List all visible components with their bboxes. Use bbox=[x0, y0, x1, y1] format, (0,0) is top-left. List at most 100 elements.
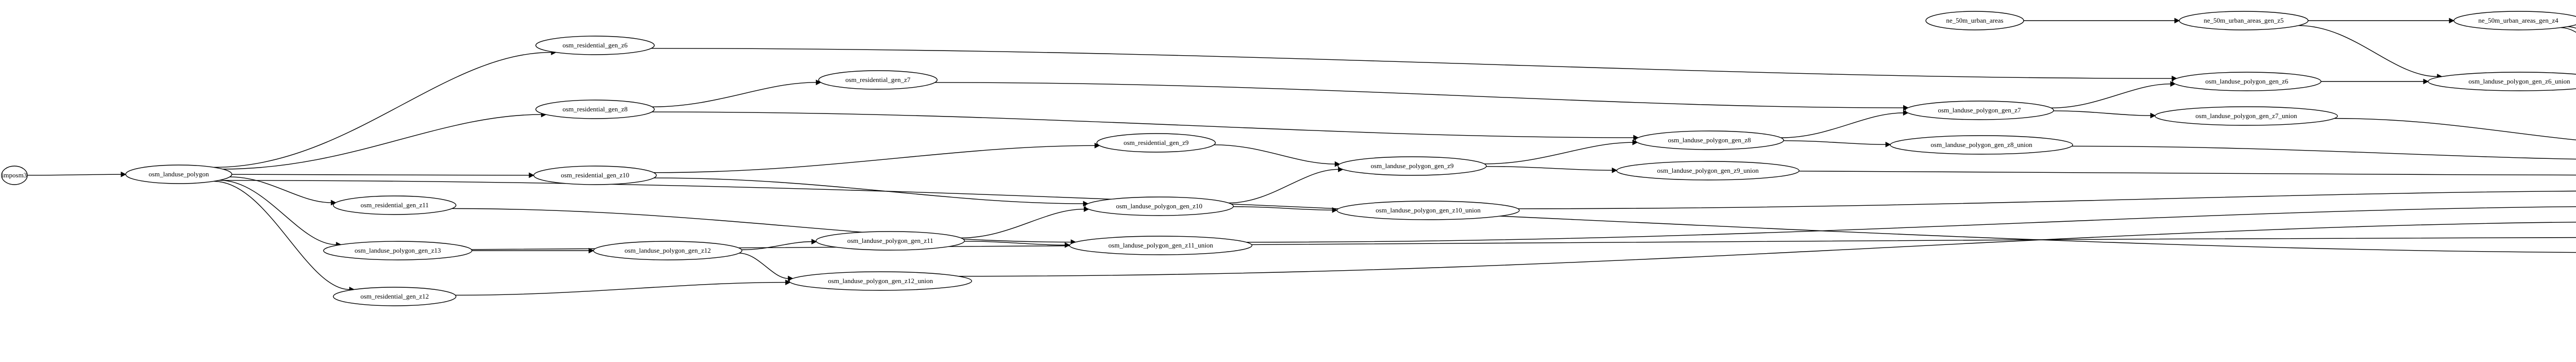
node-ne_50m_urban_areas_gen_z5[interactable]: ne_50m_urban_areas_gen_z5 bbox=[2179, 11, 2309, 30]
edge-osm_landuse_polygon_gen_z9-to-osm_landuse_polygon_gen_z9_union bbox=[1486, 166, 1613, 171]
node-ellipse bbox=[1337, 156, 1487, 176]
edge-osm_landuse_polygon_gen_z7-to-osm_landuse_polygon_gen_z6 bbox=[2050, 84, 2171, 108]
node-osm_residential_gen_z6[interactable]: osm_residential_gen_z6 bbox=[535, 36, 655, 55]
node-ellipse bbox=[323, 241, 472, 260]
node-osm_landuse_polygon_gen_z10_union[interactable]: osm_landuse_polygon_gen_z10_union bbox=[1336, 201, 1520, 220]
node-ellipse bbox=[2155, 106, 2338, 126]
edge-osm_landuse_polygon-to-osm_residential_gen_z10 bbox=[231, 174, 530, 176]
node-label: osm_landuse_polygon_gen_z7_union bbox=[2195, 112, 2297, 120]
node-label: osm_landuse_polygon_gen_z11 bbox=[847, 237, 933, 244]
node-ellipse bbox=[1, 166, 28, 185]
node-ellipse bbox=[2172, 72, 2321, 91]
node-ellipse bbox=[1069, 236, 1252, 255]
node-label: osm_landuse_polygon_gen_z8 bbox=[1668, 136, 1751, 144]
node-osm_residential_gen_z7[interactable]: osm_residential_gen_z7 bbox=[818, 70, 938, 90]
edge-osm_landuse_polygon-to-osm_residential_gen_z8 bbox=[223, 114, 541, 170]
node-label: osm_landuse_polygon_gen_z6_union bbox=[2468, 77, 2570, 85]
node-imposm3[interactable]: imposm3 bbox=[1, 166, 28, 185]
node-ne_50m_urban_areas_gen_z4[interactable]: ne_50m_urban_areas_gen_z4 bbox=[2453, 11, 2576, 30]
arrow-head-icon bbox=[2449, 18, 2455, 24]
edge-ne_50m_urban_areas_gen_z5-to-osm_landuse_polygon_gen_z6_union bbox=[2298, 25, 2437, 77]
node-osm_residential_gen_z9[interactable]: osm_residential_gen_z9 bbox=[1096, 133, 1216, 153]
node-label: ne_50m_urban_areas_gen_z5 bbox=[2204, 17, 2283, 24]
node-osm_residential_gen_z10[interactable]: osm_residential_gen_z10 bbox=[533, 166, 657, 185]
node-osm_landuse_polygon_gen_z10[interactable]: osm_landuse_polygon_gen_z10 bbox=[1084, 196, 1234, 216]
edge-osm_landuse_polygon_gen_z8-to-osm_landuse_polygon_gen_z7 bbox=[1781, 112, 1904, 138]
node-ellipse bbox=[593, 241, 742, 260]
arrow-head-icon bbox=[2174, 18, 2180, 24]
node-osm_landuse_polygon_gen_z6_union[interactable]: osm_landuse_polygon_gen_z6_union bbox=[2428, 72, 2576, 91]
node-osm_landuse_polygon_gen_z8_union[interactable]: osm_landuse_polygon_gen_z8_union bbox=[1890, 135, 2073, 155]
node-osm_landuse_polygon_gen_z11[interactable]: osm_landuse_polygon_gen_z11 bbox=[816, 231, 965, 251]
node-label: osm_landuse_polygon_gen_z12_union bbox=[828, 277, 933, 285]
edge-osm_landuse_polygon-to-osm_landuse_polygon_gen_z13 bbox=[219, 179, 336, 245]
node-osm_landuse_polygon_gen_z9_union[interactable]: osm_landuse_polygon_gen_z9_union bbox=[1616, 161, 1800, 180]
node-label: osm_landuse_polygon bbox=[149, 170, 209, 178]
node-label: osm_landuse_polygon_gen_z10 bbox=[1116, 202, 1202, 210]
node-osm_landuse_polygon_gen_z7_union[interactable]: osm_landuse_polygon_gen_z7_union bbox=[2155, 106, 2338, 126]
edge-osm_residential_gen_z8-to-osm_residential_gen_z7 bbox=[652, 82, 817, 107]
edge-osm_landuse_polygon_gen_z12-to-osm_landuse_polygon_gen_z11 bbox=[741, 241, 812, 251]
node-osm_landuse_polygon_gen_z9[interactable]: osm_landuse_polygon_gen_z9 bbox=[1337, 156, 1487, 176]
node-osm_landuse_polygon[interactable]: osm_landuse_polygon bbox=[125, 164, 232, 184]
arrow-head-icon bbox=[816, 79, 822, 86]
edge-ne_50m_urban_areas_gen_z4-to-layer_landuse_z5 bbox=[2561, 27, 2576, 33]
node-ellipse bbox=[2453, 11, 2576, 30]
node-label: osm_residential_gen_z11 bbox=[361, 201, 429, 209]
node-ellipse bbox=[535, 36, 655, 55]
node-osm_landuse_polygon_gen_z12[interactable]: osm_landuse_polygon_gen_z12 bbox=[593, 241, 742, 260]
arrow-head-icon bbox=[811, 239, 817, 245]
node-osm_residential_gen_z8[interactable]: osm_residential_gen_z8 bbox=[535, 100, 655, 119]
edge-osm_landuse_polygon_gen_z8_union-to-layer_landuse_z8 bbox=[2072, 145, 2576, 160]
node-label: osm_residential_gen_z8 bbox=[563, 105, 628, 113]
edge-osm_landuse_polygon-to-osm_residential_gen_z12 bbox=[213, 180, 350, 290]
node-ne_50m_urban_areas[interactable]: ne_50m_urban_areas bbox=[1925, 11, 2024, 30]
edge-osm_landuse_polygon-to-osm_residential_gen_z11 bbox=[229, 176, 331, 203]
node-ellipse bbox=[1635, 130, 1784, 150]
node-osm_residential_gen_z11[interactable]: osm_residential_gen_z11 bbox=[333, 195, 456, 215]
edge-osm_landuse_polygon_gen_z10-to-osm_landuse_polygon_gen_z9 bbox=[1228, 169, 1338, 204]
edge-osm_landuse_polygon_gen_z10_union-to-layer_landuse_z10 bbox=[1518, 190, 2576, 209]
arrow-head-icon bbox=[1612, 167, 1618, 173]
node-ellipse bbox=[125, 164, 232, 184]
node-ellipse bbox=[535, 100, 655, 119]
arrow-head-icon bbox=[2150, 112, 2156, 119]
edge-osm_residential_gen_z6-to-osm_landuse_polygon_gen_z6 bbox=[651, 48, 2172, 79]
node-label: osm_landuse_polygon_gen_z11_union bbox=[1108, 241, 1213, 249]
arrow-head-icon bbox=[1885, 141, 1891, 147]
arrow-head-icon bbox=[1064, 242, 1071, 248]
node-ellipse bbox=[816, 231, 965, 251]
node-label: osm_residential_gen_z12 bbox=[361, 292, 429, 300]
arrow-head-icon bbox=[785, 279, 791, 285]
edge-osm_landuse_polygon_gen_z12-to-osm_landuse_polygon_gen_z12_union bbox=[739, 253, 788, 279]
node-osm_landuse_polygon_gen_z12_union[interactable]: osm_landuse_polygon_gen_z12_union bbox=[789, 271, 972, 291]
edge-osm_landuse_polygon_gen_z9_union-to-layer_landuse_z9 bbox=[1799, 171, 2576, 176]
edge-osm_landuse_polygon_gen_z8-to-osm_landuse_polygon_gen_z8_union bbox=[1783, 140, 1886, 145]
node-label: osm_residential_gen_z9 bbox=[1124, 139, 1189, 146]
arrow-head-icon bbox=[1632, 139, 1638, 145]
edge-osm_residential_gen_z10-to-osm_landuse_polygon_gen_z10 bbox=[654, 177, 1083, 204]
edge-osm_landuse_polygon_gen_z7-to-osm_landuse_polygon_gen_z7_union bbox=[2053, 110, 2151, 116]
edge-osm_landuse_polygon_gen_z11-to-osm_landuse_polygon_gen_z11_union bbox=[964, 241, 1065, 245]
node-label: osm_landuse_polygon_gen_z9_union bbox=[1657, 167, 1759, 174]
node-label: osm_residential_gen_z7 bbox=[845, 76, 911, 84]
node-osm_landuse_polygon_gen_z11_union[interactable]: osm_landuse_polygon_gen_z11_union bbox=[1069, 236, 1252, 255]
node-label: osm_landuse_polygon_gen_z9 bbox=[1370, 162, 1453, 170]
node-osm_landuse_polygon_gen_z13[interactable]: osm_landuse_polygon_gen_z13 bbox=[323, 241, 472, 260]
edge-osm_residential_gen_z11-to-osm_landuse_polygon_gen_z11_union bbox=[452, 208, 1071, 243]
arrow-head-icon bbox=[1332, 207, 1338, 213]
node-osm_landuse_polygon_gen_z8[interactable]: osm_landuse_polygon_gen_z8 bbox=[1635, 130, 1784, 150]
node-label: imposm3 bbox=[2, 171, 27, 179]
node-label: ne_50m_urban_areas_gen_z4 bbox=[2478, 17, 2558, 24]
node-label: osm_landuse_polygon_gen_z13 bbox=[354, 246, 441, 254]
node-osm_landuse_polygon_gen_z6[interactable]: osm_landuse_polygon_gen_z6 bbox=[2172, 72, 2321, 91]
edge-osm_residential_gen_z12-to-osm_landuse_polygon_gen_z12_union bbox=[455, 282, 786, 296]
node-ellipse bbox=[533, 166, 657, 185]
node-label: osm_landuse_polygon_gen_z12 bbox=[624, 246, 711, 254]
node-osm_residential_gen_z12[interactable]: osm_residential_gen_z12 bbox=[333, 287, 456, 306]
arrow-head-icon bbox=[588, 248, 595, 254]
node-ellipse bbox=[333, 287, 456, 306]
node-osm_landuse_polygon_gen_z7[interactable]: osm_landuse_polygon_gen_z7 bbox=[1905, 101, 2054, 120]
edge-osm_landuse_polygon_gen_z10-to-osm_landuse_polygon_gen_z10_union bbox=[1233, 206, 1333, 211]
